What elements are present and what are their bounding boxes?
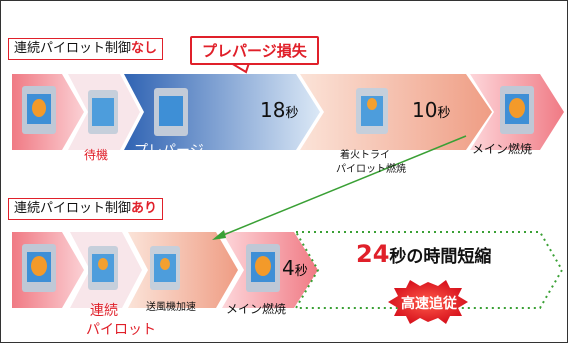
bottom-mode-label-flag: あり [131, 201, 158, 216]
bottom-stage-fan [128, 232, 238, 308]
pilot-label-line1: 連続 [90, 303, 118, 319]
comparison-arrow [215, 135, 467, 239]
prepurge-loss-callout: プレパージ損失 [190, 36, 319, 65]
top-mode-label: 連続パイロット制御なし [8, 38, 164, 60]
boiler-icon [500, 86, 534, 134]
main-burn-duration-unit: 秒 [294, 264, 308, 279]
top-stage-ignition [300, 74, 492, 150]
boiler-icon [154, 88, 188, 136]
starburst-badge-shape [388, 280, 468, 324]
prepurge-duration-unit: 秒 [285, 106, 299, 121]
top-mode-label-text: 連続パイロット制御 [14, 41, 132, 56]
bottom-mode-label-text: 連続パイロット制御 [14, 201, 132, 216]
main-burn-duration: 4秒 [282, 256, 308, 280]
standby-label: 待機 [84, 148, 109, 162]
time-saving-headline: 24秒の時間短縮 [356, 240, 491, 268]
time-saving-value: 24 [356, 240, 390, 268]
ignition-duration: 10秒 [412, 98, 450, 122]
boiler-icon [356, 88, 388, 134]
high-speed-badge-label: 高速追従 [401, 296, 457, 312]
top-main-burn-label: メイン燃焼 [472, 142, 533, 156]
arrow-head-icon [212, 230, 226, 240]
main-burn-duration-value: 4 [282, 256, 295, 280]
time-saving-region [294, 231, 564, 309]
boiler-icon [88, 246, 118, 290]
boiler-icon [88, 90, 118, 134]
ignition-label-line2: パイロット燃焼 [336, 164, 406, 175]
prepurge-label: プレパージ [134, 143, 204, 159]
ignition-duration-unit: 秒 [437, 106, 451, 121]
bottom-main-burn-label: メイン燃焼 [226, 302, 287, 316]
top-mode-label-flag: なし [131, 41, 158, 56]
pilot-label-line2: パイロット [86, 322, 156, 338]
boiler-icon [22, 86, 56, 134]
ignition-duration-value: 10 [412, 98, 438, 122]
bottom-mode-label: 連続パイロット制御あり [8, 198, 164, 220]
boiler-icon [246, 244, 280, 292]
time-saving-text: 秒の時間短縮 [389, 247, 492, 267]
prepurge-duration-value: 18 [260, 98, 286, 122]
fan-label: 送風機加速 [146, 302, 196, 313]
ignition-label-line1: 着火トライ [340, 150, 390, 161]
prepurge-duration: 18秒 [260, 98, 298, 122]
boiler-icon [22, 244, 56, 292]
boiler-icon [150, 246, 180, 290]
